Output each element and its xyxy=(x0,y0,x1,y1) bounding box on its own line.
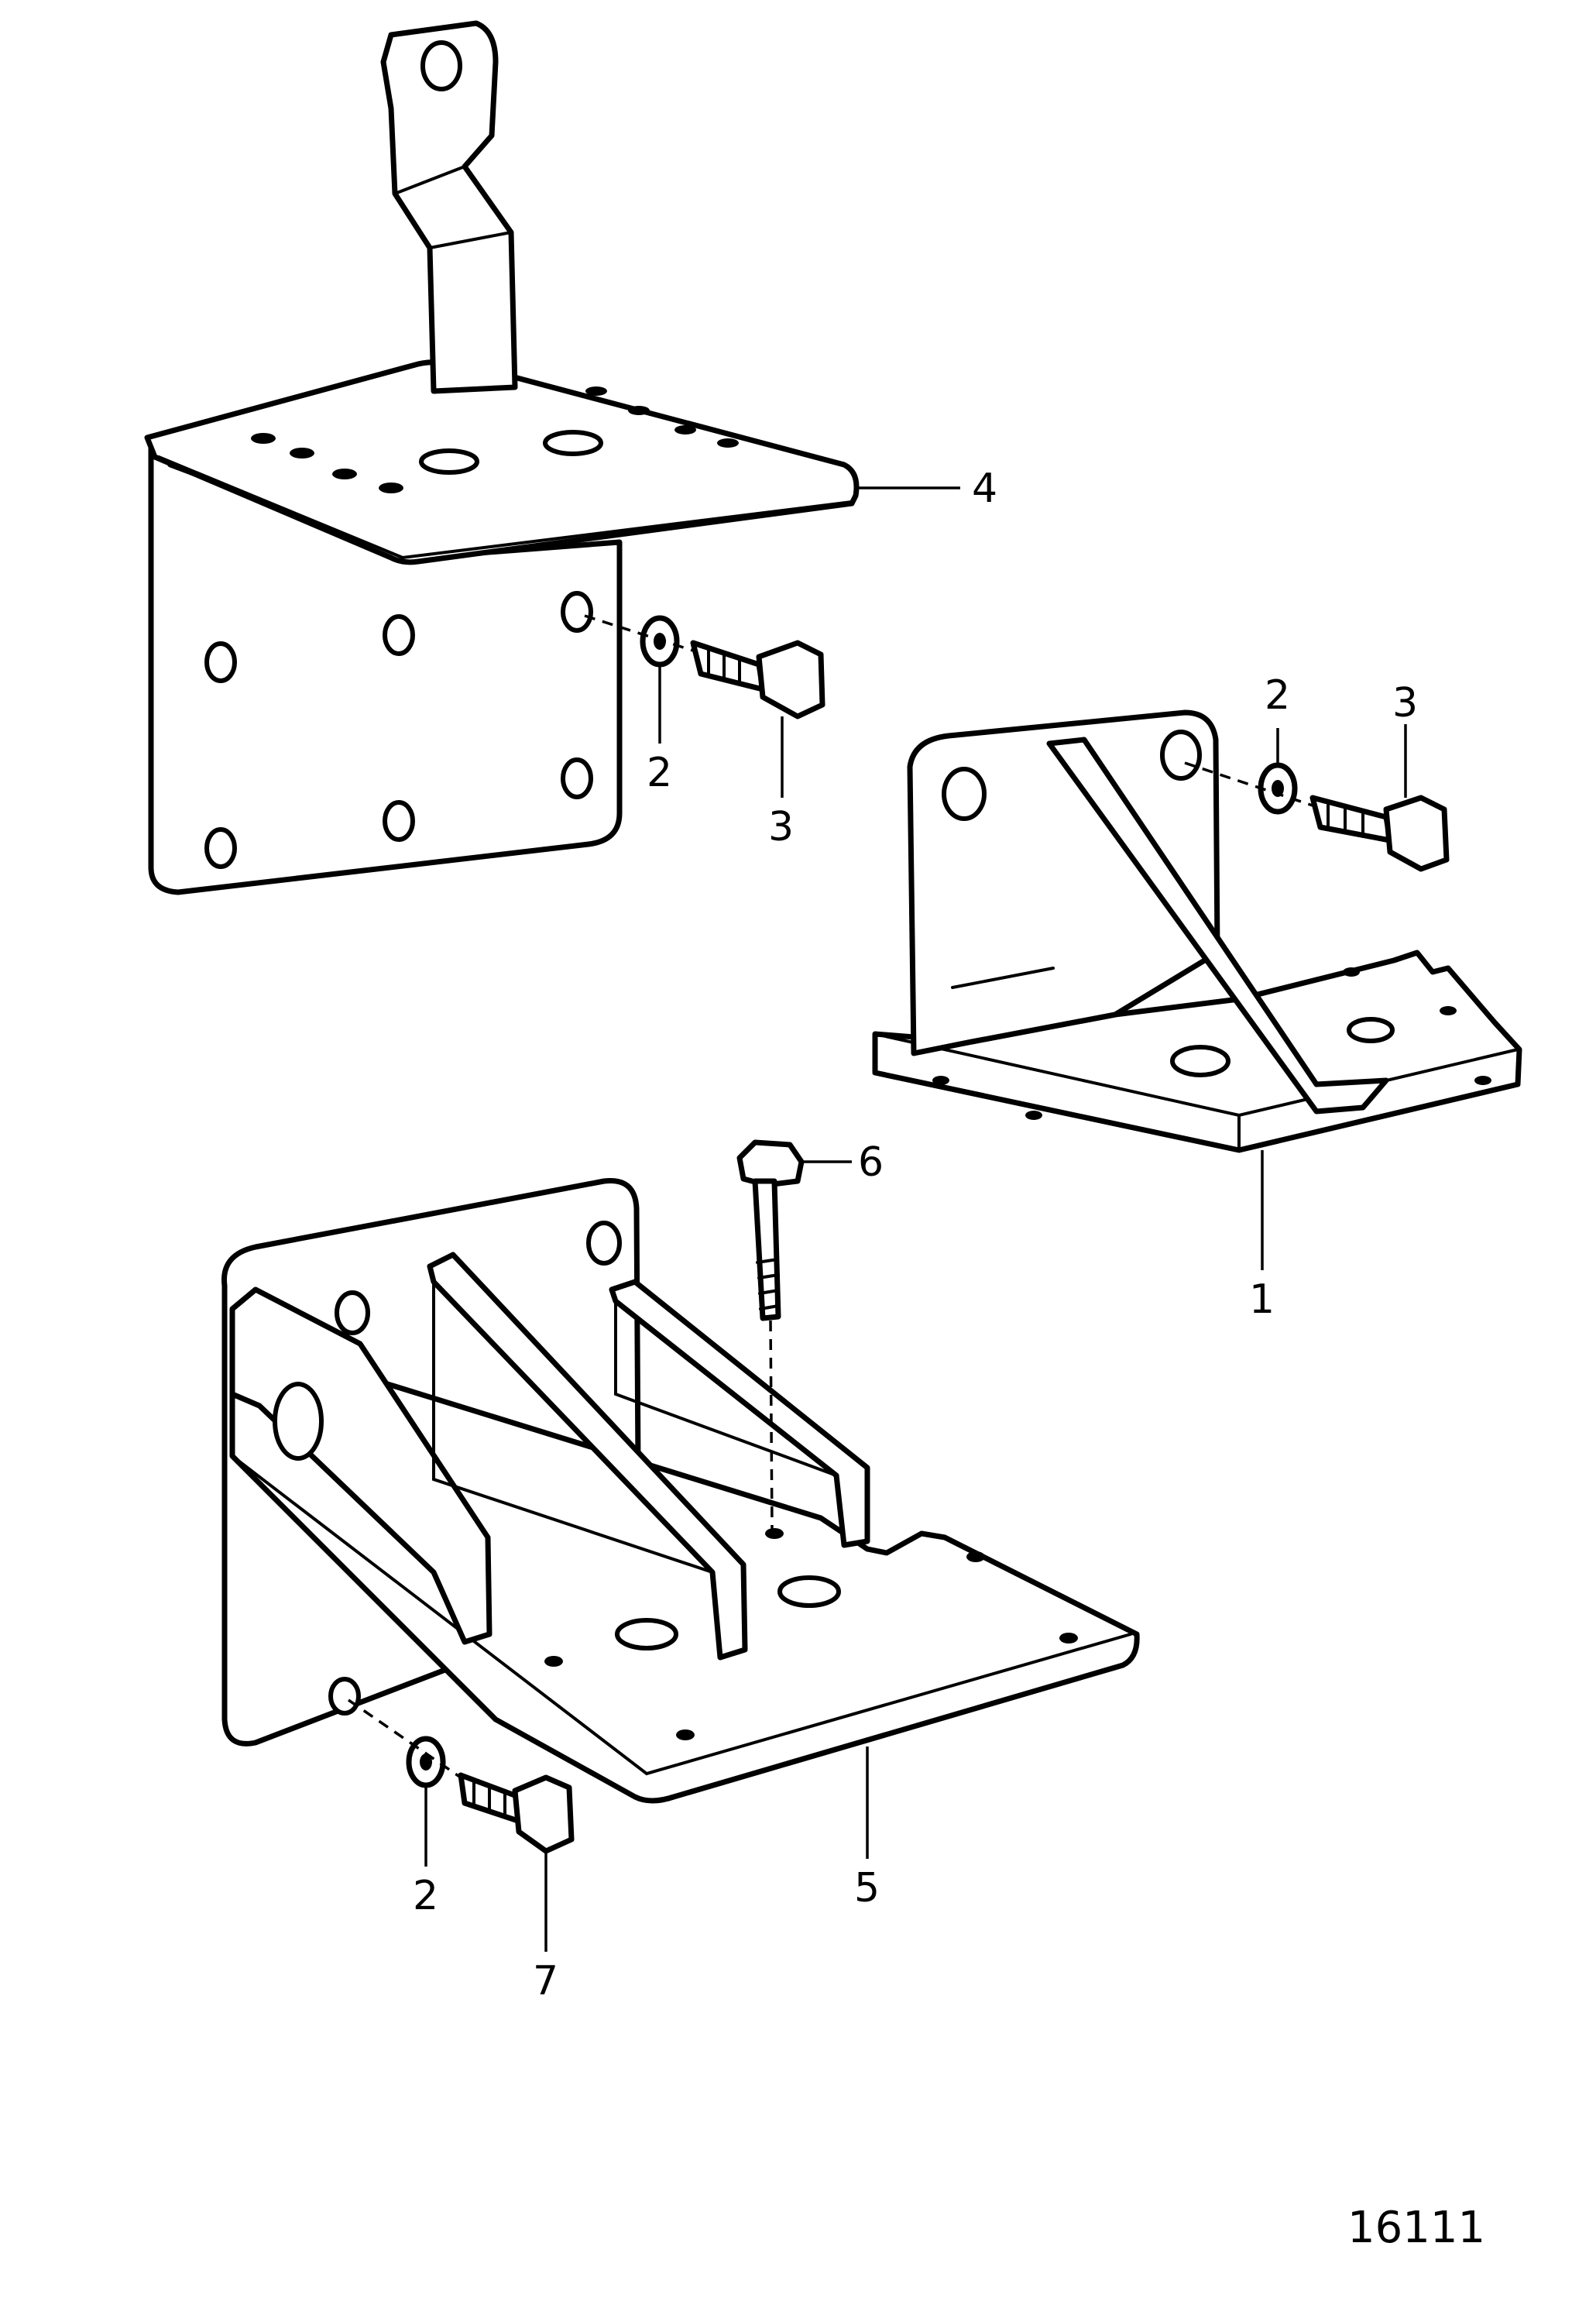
callout-4: 4 xyxy=(972,465,997,512)
bolt-part-3-right xyxy=(1309,795,1450,872)
callout-3-right: 3 xyxy=(1392,680,1418,726)
bolt-part-3-upper xyxy=(690,640,825,720)
callout-7: 7 xyxy=(533,1958,558,2004)
callout-5: 5 xyxy=(854,1865,880,1911)
callout-2-upper: 2 xyxy=(647,750,672,796)
bracket-part-5 xyxy=(221,1177,1140,1804)
bolt-part-6 xyxy=(736,1139,805,1321)
bolt-part-7 xyxy=(458,1772,575,1854)
callout-2-lower: 2 xyxy=(413,1873,438,1919)
figure-number: 16111 xyxy=(1347,2203,1485,2253)
callout-6: 6 xyxy=(858,1139,884,1186)
callout-1: 1 xyxy=(1249,1276,1275,1323)
callout-3-upper: 3 xyxy=(768,804,794,850)
callout-2-right: 2 xyxy=(1265,672,1290,719)
washer-part-2-right xyxy=(1258,762,1298,815)
bracket-part-4 xyxy=(144,20,860,895)
bracket-part-1 xyxy=(872,709,1522,1153)
washer-part-2-lower xyxy=(406,1736,446,1788)
